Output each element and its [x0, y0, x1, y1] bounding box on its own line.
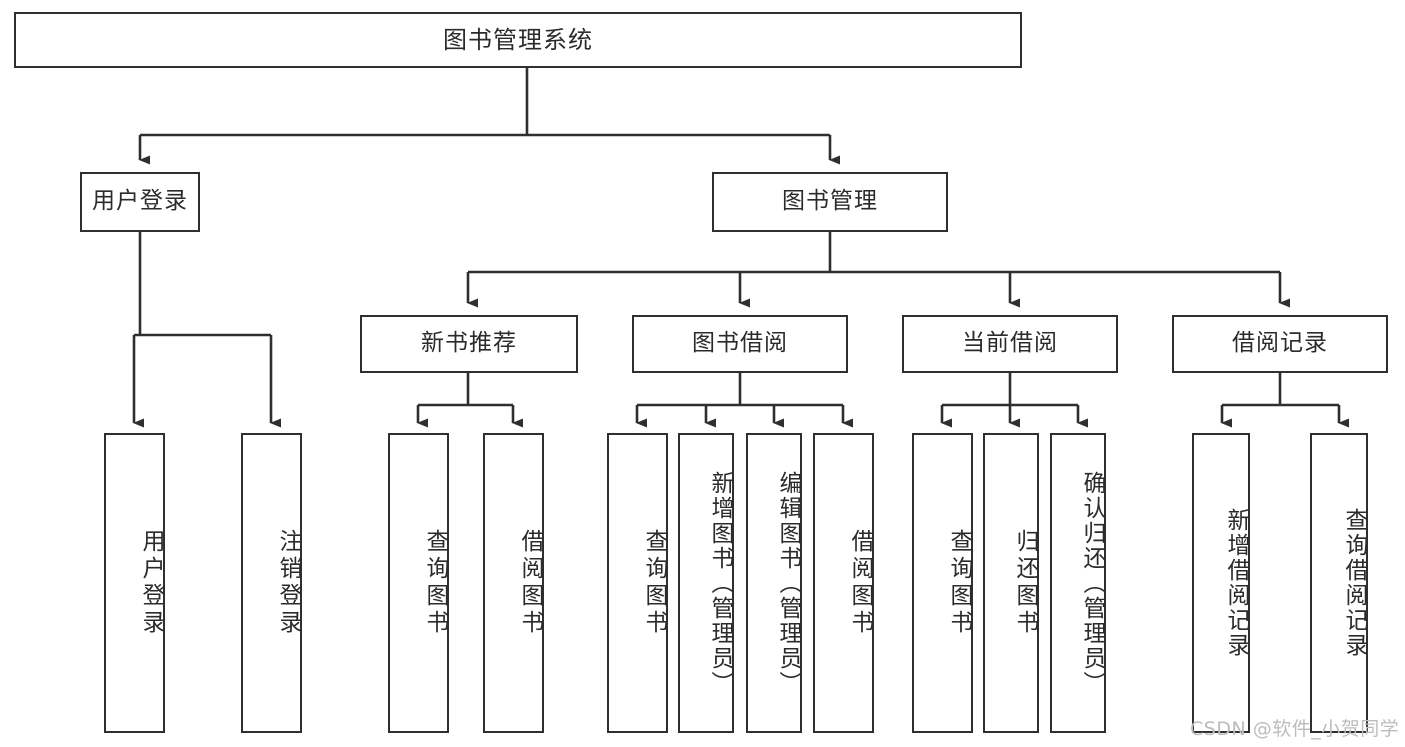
- leaf-current-borrow-confirm-return-admin[interactable]: 确认归还（管理员）: [1050, 433, 1106, 733]
- node-label: 查询借阅记录: [1341, 508, 1367, 658]
- node-label: 图书借阅: [692, 330, 788, 357]
- leaf-user-login-logout[interactable]: 注销登录: [241, 433, 302, 733]
- leaf-borrow-record-query-record[interactable]: 查询借阅记录: [1310, 433, 1368, 733]
- leaf-book-borrow-add-book-admin[interactable]: 新增图书（管理员）: [678, 433, 734, 733]
- node-label: 归还图书: [1012, 529, 1038, 637]
- leaf-book-borrow-borrow-book[interactable]: 借阅图书: [813, 433, 874, 733]
- csdn-watermark: CSDN @软件_小贺同学: [1190, 718, 1400, 740]
- leaf-new-book-query-book[interactable]: 查询图书: [388, 433, 449, 733]
- leaf-borrow-record-add-record[interactable]: 新增借阅记录: [1192, 433, 1250, 733]
- node-label: 借阅记录: [1232, 330, 1328, 357]
- node-label: 编辑图书（管理员）: [775, 470, 801, 696]
- node-label: 借阅图书: [517, 529, 543, 637]
- node-book-management[interactable]: 图书管理: [712, 172, 948, 232]
- node-borrow-record[interactable]: 借阅记录: [1172, 315, 1388, 373]
- node-label: 查询图书: [422, 529, 448, 637]
- node-label: 新增借阅记录: [1223, 508, 1249, 658]
- leaf-current-borrow-query-book[interactable]: 查询图书: [912, 433, 973, 733]
- leaf-user-login-login[interactable]: 用户登录: [104, 433, 165, 733]
- node-label: 新增图书（管理员）: [707, 470, 733, 696]
- node-label: 图书管理: [782, 188, 878, 215]
- leaf-book-borrow-edit-book-admin[interactable]: 编辑图书（管理员）: [746, 433, 802, 733]
- node-label: 新书推荐: [421, 330, 517, 357]
- node-label: 图书管理系统: [443, 25, 593, 54]
- node-root-system[interactable]: 图书管理系统: [14, 12, 1022, 68]
- node-label: 查询图书: [946, 529, 972, 637]
- node-label: 确认归还（管理员）: [1079, 470, 1105, 696]
- node-user-login[interactable]: 用户登录: [80, 172, 200, 232]
- node-label: 查询图书: [641, 529, 667, 637]
- leaf-current-borrow-return-book[interactable]: 归还图书: [983, 433, 1039, 733]
- node-book-borrow[interactable]: 图书借阅: [632, 315, 848, 373]
- node-label: 用户登录: [138, 529, 164, 637]
- node-new-book-recommend[interactable]: 新书推荐: [360, 315, 578, 373]
- leaf-book-borrow-query-book[interactable]: 查询图书: [607, 433, 668, 733]
- node-label: 当前借阅: [962, 330, 1058, 357]
- leaf-new-book-borrow-book[interactable]: 借阅图书: [483, 433, 544, 733]
- node-label: 注销登录: [275, 529, 301, 637]
- node-current-borrow[interactable]: 当前借阅: [902, 315, 1118, 373]
- node-label: 用户登录: [92, 188, 188, 215]
- node-label: 借阅图书: [847, 529, 873, 637]
